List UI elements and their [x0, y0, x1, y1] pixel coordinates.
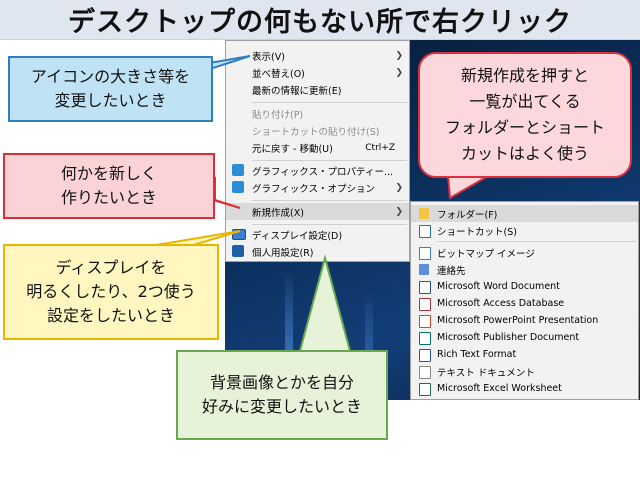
- menu-item-new[interactable]: 新規作成(X) ❯: [226, 203, 409, 220]
- menu-separator: [437, 241, 636, 242]
- submenu-item-text[interactable]: テキスト ドキュメント: [411, 363, 638, 380]
- callout-display-settings: ディスプレイを 明るくしたり、2つ使う 設定をしたいとき: [3, 244, 219, 340]
- callout-line: 背景画像とかを自分: [209, 373, 354, 392]
- contact-icon: [419, 264, 429, 275]
- desktop-context-menu: 表示(V) ❯ 並べ替え(O) ❯ 最新の情報に更新(E) 貼り付け(P) ショ…: [225, 40, 410, 262]
- menu-item-sort-label: 並べ替え(O): [252, 68, 305, 80]
- bitmap-icon: [419, 247, 431, 260]
- submenu-item-label: Microsoft Excel Worksheet: [437, 383, 562, 394]
- menu-item-paste-shortcut[interactable]: ショートカットの貼り付け(S): [226, 122, 409, 139]
- callout-line: 作りたいとき: [60, 188, 157, 207]
- menu-item-paste-shortcut-label: ショートカットの貼り付け(S): [252, 126, 380, 138]
- callout-line: 一覧が出てくる: [469, 92, 581, 111]
- submenu-item-label: Rich Text Format: [437, 349, 517, 360]
- menu-item-personalize-label: 個人用設定(R): [252, 247, 314, 259]
- callout-line: 何かを新しく: [60, 164, 157, 183]
- callout-personalize: 背景画像とかを自分 好みに変更したいとき: [176, 350, 388, 440]
- menu-item-graphics-options[interactable]: グラフィックス・オプション ❯: [226, 179, 409, 196]
- menu-item-graphics-properties[interactable]: グラフィックス・プロパティー...: [226, 162, 409, 179]
- submenu-item-rtf[interactable]: Rich Text Format: [411, 346, 638, 363]
- shortcut-icon: [419, 225, 431, 238]
- excel-worksheet-icon: [419, 383, 431, 396]
- chevron-right-icon: ❯: [395, 67, 403, 78]
- access-database-icon: [419, 298, 431, 311]
- submenu-item-label: 連絡先: [437, 265, 466, 277]
- menu-separator: [252, 102, 407, 103]
- graphics-properties-icon: [232, 164, 244, 176]
- submenu-item-folder[interactable]: フォルダー(F): [411, 205, 638, 222]
- callout-line: 変更したいとき: [54, 91, 167, 110]
- submenu-item-label: テキスト ドキュメント: [437, 367, 535, 379]
- folder-icon: [419, 208, 429, 219]
- menu-item-refresh[interactable]: 最新の情報に更新(E): [226, 81, 409, 98]
- display-icon: [232, 229, 246, 240]
- submenu-item-shortcut[interactable]: ショートカット(S): [411, 222, 638, 239]
- submenu-item-publisher[interactable]: Microsoft Publisher Document: [411, 329, 638, 346]
- graphics-options-icon: [232, 181, 244, 193]
- text-document-icon: [419, 366, 431, 379]
- submenu-item-label: Microsoft Access Database: [437, 298, 565, 309]
- submenu-item-label: フォルダー(F): [437, 209, 498, 221]
- menu-item-undo[interactable]: 元に戻す - 移動(U) Ctrl+Z: [226, 139, 409, 156]
- callout-line: フォルダーとショート: [444, 118, 605, 137]
- menu-item-paste-label: 貼り付け(P): [252, 109, 304, 121]
- undo-shortcut-key: Ctrl+Z: [365, 142, 395, 153]
- menu-item-new-label: 新規作成(X): [252, 207, 304, 219]
- submenu-item-label: Microsoft Word Document: [437, 281, 560, 292]
- new-submenu: フォルダー(F) ショートカット(S) ビットマップ イメージ 連絡先 Micr…: [410, 201, 639, 400]
- callout-line: 明るくしたり、2つ使う: [26, 282, 196, 301]
- submenu-item-label: ショートカット(S): [437, 226, 517, 238]
- callout-line: カットはよく使う: [460, 144, 589, 163]
- chevron-right-icon: ❯: [395, 182, 403, 193]
- menu-item-undo-label: 元に戻す - 移動(U): [252, 143, 333, 155]
- menu-item-view[interactable]: 表示(V) ❯: [226, 47, 409, 64]
- menu-item-display-settings-label: ディスプレイ設定(D): [252, 230, 343, 242]
- callout-new-item: 何かを新しく 作りたいとき: [3, 153, 215, 219]
- callout-line: ディスプレイを: [55, 258, 167, 277]
- callout-new-submenu-tip: 新規作成を押すと 一覧が出てくる フォルダーとショート カットはよく使う: [418, 52, 632, 178]
- submenu-item-label: Microsoft Publisher Document: [437, 332, 580, 343]
- submenu-item-bitmap[interactable]: ビットマップ イメージ: [411, 244, 638, 261]
- submenu-item-excel[interactable]: Microsoft Excel Worksheet: [411, 380, 638, 397]
- menu-item-display-settings[interactable]: ディスプレイ設定(D): [226, 226, 409, 243]
- submenu-item-contact[interactable]: 連絡先: [411, 261, 638, 278]
- chevron-right-icon: ❯: [395, 50, 403, 61]
- menu-item-view-label: 表示(V): [252, 51, 285, 63]
- menu-item-paste[interactable]: 貼り付け(P): [226, 105, 409, 122]
- callout-line: 新規作成を押すと: [460, 66, 589, 85]
- menu-item-refresh-label: 最新の情報に更新(E): [252, 85, 342, 97]
- menu-separator: [252, 160, 407, 161]
- callout-line: アイコンの大きさ等を: [30, 67, 191, 86]
- menu-separator: [252, 200, 407, 201]
- page-title: デスクトップの何もない所で右クリック: [68, 7, 572, 38]
- submenu-item-access[interactable]: Microsoft Access Database: [411, 295, 638, 312]
- callout-line: 好みに変更したいとき: [201, 397, 362, 416]
- submenu-item-word[interactable]: Microsoft Word Document: [411, 278, 638, 295]
- publisher-document-icon: [419, 332, 431, 345]
- menu-item-graphics-options-label: グラフィックス・オプション: [252, 183, 376, 195]
- submenu-item-label: ビットマップ イメージ: [437, 248, 535, 260]
- callout-view-settings: アイコンの大きさ等を 変更したいとき: [8, 56, 213, 122]
- rich-text-icon: [419, 349, 431, 362]
- submenu-item-label: Microsoft PowerPoint Presentation: [437, 315, 599, 326]
- green-callout-pointer: [298, 254, 352, 352]
- word-document-icon: [419, 281, 431, 294]
- menu-item-sort[interactable]: 並べ替え(O) ❯: [226, 64, 409, 81]
- menu-item-graphics-properties-label: グラフィックス・プロパティー...: [252, 166, 394, 178]
- submenu-item-powerpoint[interactable]: Microsoft PowerPoint Presentation: [411, 312, 638, 329]
- menu-item-personalize[interactable]: 個人用設定(R): [226, 243, 409, 260]
- pink-callout-pointer: [446, 175, 492, 200]
- page-title-banner: デスクトップの何もない所で右クリック: [0, 0, 640, 40]
- menu-separator: [252, 224, 407, 225]
- chevron-right-icon: ❯: [395, 206, 403, 217]
- callout-line: 設定をしたいとき: [46, 306, 175, 325]
- personalize-icon: [232, 245, 244, 257]
- powerpoint-presentation-icon: [419, 315, 431, 328]
